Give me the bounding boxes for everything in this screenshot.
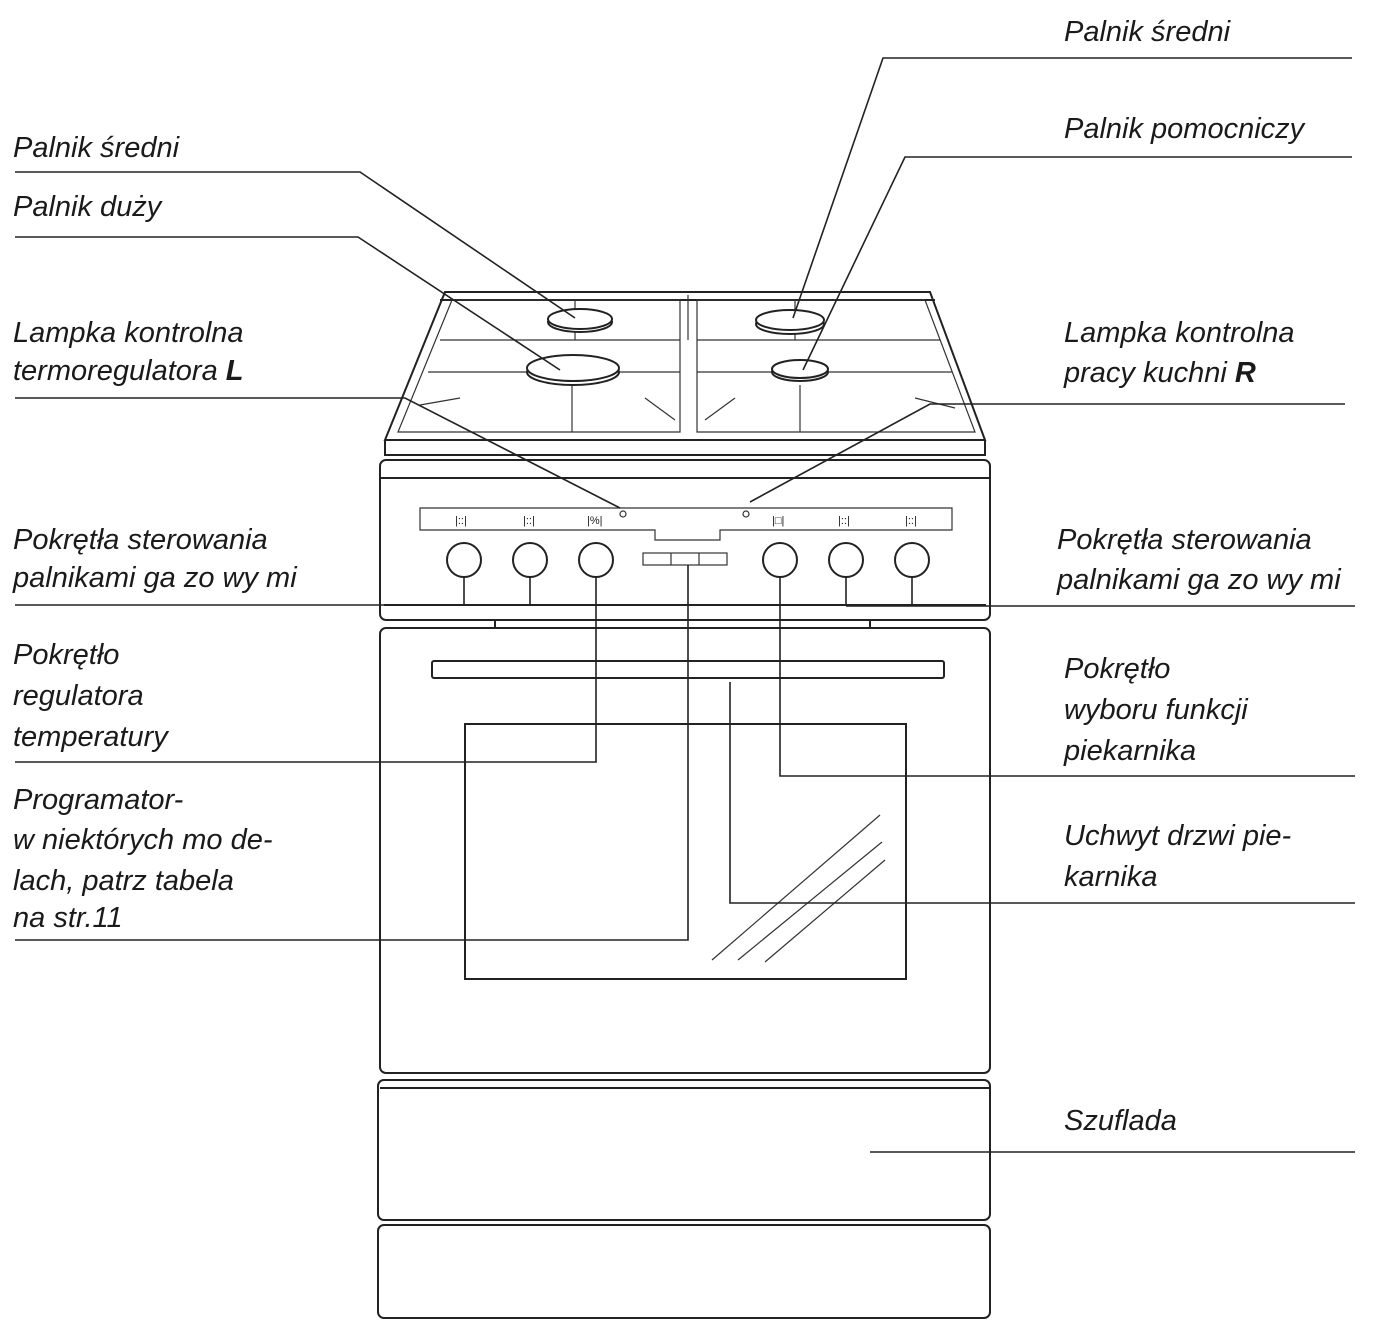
label-programator-line3: lach, patrz tabela: [13, 865, 234, 897]
plinth: [377, 1224, 991, 1319]
label-lampka-l-line1: Lampka kontrolna: [13, 317, 244, 349]
oven-function-knob[interactable]: [762, 542, 798, 578]
label-szuflada: Szuflada: [1064, 1105, 1177, 1137]
label-lampka-l-letter: L: [226, 355, 244, 387]
drawer[interactable]: [377, 1079, 991, 1221]
svg-text:|::|: |::|: [838, 515, 850, 527]
label-pokretla-right-line1: Pokrętła sterowania: [1057, 524, 1312, 556]
svg-text:|%|: |%|: [587, 515, 603, 527]
label-pokretla-left-line1: Pokrętła sterowania: [13, 524, 268, 556]
label-pokretlo-temp-line1: Pokrętło: [13, 639, 119, 671]
svg-text:|□|: |□|: [772, 515, 784, 527]
label-palnik-pomocniczy: Palnik pomocniczy: [1064, 113, 1306, 145]
burner-medium-left: [547, 308, 613, 333]
hob: [383, 291, 987, 456]
control-panel: |::| |::| |%| |□| |::| |::|: [379, 459, 991, 621]
svg-text:|::|: |::|: [905, 515, 917, 527]
label-programator-line1: Programator-: [13, 784, 183, 816]
label-lampka-r-line1: Lampka kontrolna: [1064, 317, 1295, 349]
label-lampka-r-letter: R: [1235, 357, 1256, 389]
label-palnik-sredni-left: Palnik średni: [13, 132, 181, 164]
label-programator-line4: na str.11: [13, 902, 123, 934]
label-palnik-duzy: Palnik duży: [13, 191, 163, 223]
leader-lines: [15, 57, 1355, 1153]
label-lampka-l-line2: termoregulatora L: [13, 355, 244, 387]
svg-text:|::|: |::|: [455, 515, 467, 527]
label-pokretla-right-line2: palnikami ga zo wy mi: [1056, 564, 1342, 596]
svg-text:|::|: |::|: [523, 515, 535, 527]
temperature-knob[interactable]: [578, 542, 614, 578]
labels-right: Palnik średni Palnik pomocniczy Lampka k…: [1056, 16, 1342, 1137]
label-palnik-sredni-right: Palnik średni: [1064, 16, 1232, 48]
burner-knob-4[interactable]: [894, 542, 930, 578]
label-lampka-l-line2-text: termoregulatora: [13, 355, 218, 387]
burner-auxiliary: [771, 359, 829, 382]
label-lampka-r-line2-text: pracy kuchni: [1063, 357, 1228, 389]
indicator-lamp-r: [742, 510, 750, 518]
burner-medium-right: [755, 309, 825, 335]
burner-large: [526, 354, 620, 386]
label-pokretlo-funkcji-line1: Pokrętło: [1064, 653, 1170, 685]
labels-left: Palnik średni Palnik duży Lampka kontrol…: [12, 132, 298, 934]
label-lampka-r-line2: pracy kuchni R: [1063, 357, 1256, 389]
burner-knob-2[interactable]: [512, 542, 548, 578]
burner-knob-1[interactable]: [446, 542, 482, 578]
label-pokretlo-temp-line3: temperatury: [13, 721, 169, 753]
label-pokretla-left-line2: palnikami ga zo wy mi: [12, 562, 298, 594]
label-programator-line2: w niektórych mo de-: [13, 824, 273, 856]
programmer[interactable]: [642, 552, 728, 566]
burner-knob-3[interactable]: [828, 542, 864, 578]
label-pokretlo-funkcji-line2: wyboru funkcji: [1064, 694, 1249, 726]
stove-illustration: |::| |::| |%| |□| |::| |::|: [377, 291, 991, 1319]
label-pokretlo-temp-line2: regulatora: [13, 680, 144, 712]
label-uchwyt-line1: Uchwyt drzwi pie-: [1064, 820, 1291, 852]
oven-door: [379, 619, 991, 1074]
label-pokretlo-funkcji-line3: piekarnika: [1063, 735, 1196, 767]
indicator-lamp-l: [619, 510, 627, 518]
oven-window: [464, 723, 907, 980]
label-uchwyt-line2: karnika: [1064, 861, 1158, 893]
